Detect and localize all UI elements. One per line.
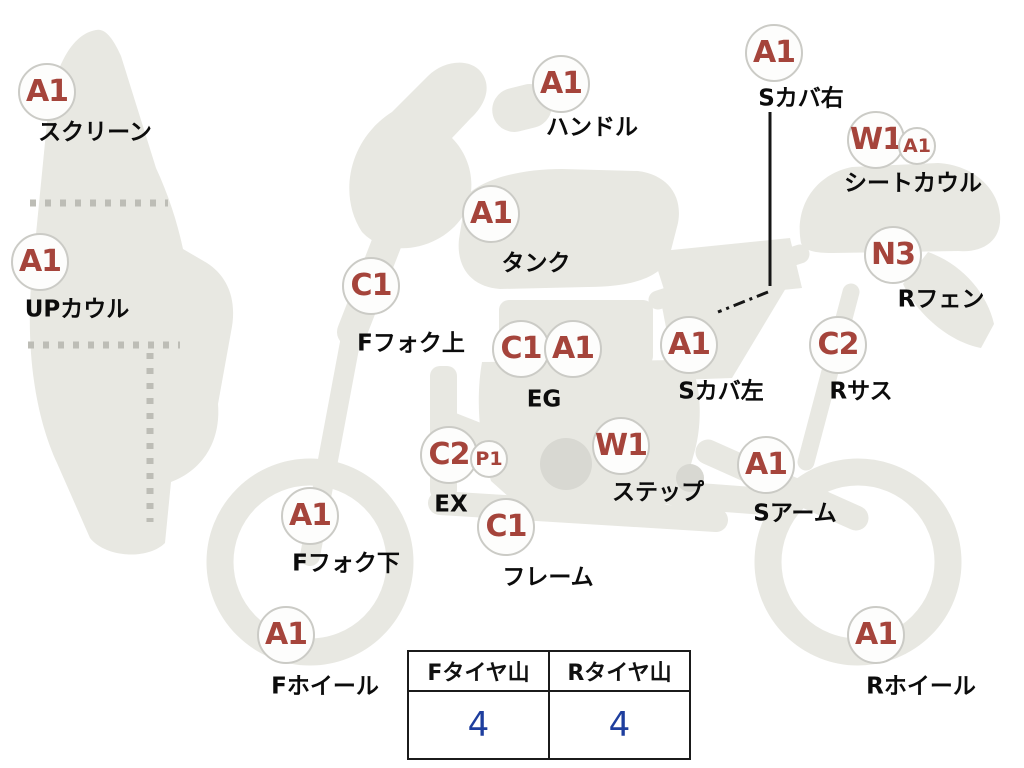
grade-badge-exhaust-1: C2 bbox=[420, 426, 478, 484]
tire-table-header-front: Fタイヤ山 bbox=[407, 650, 550, 692]
part-label-front-fork-lower: Fフォク下 bbox=[292, 550, 400, 577]
grade-badge-engine-1: C1 bbox=[492, 320, 550, 378]
grade-badge-tank: A1 bbox=[462, 185, 520, 243]
grade-badge-front-fork-upper: C1 bbox=[342, 257, 400, 315]
part-label-exhaust: EX bbox=[434, 491, 468, 518]
grade-badge-exhaust-2: P1 bbox=[470, 440, 508, 478]
tire-table-value-front: 4 bbox=[407, 690, 550, 760]
front-wheel-shape bbox=[206, 458, 414, 666]
tire-table-header-rear: Rタイヤ山 bbox=[548, 650, 691, 692]
grade-badge-rear-wheel: A1 bbox=[847, 606, 905, 664]
front-cowl-shape bbox=[29, 29, 234, 555]
body-shapes bbox=[29, 29, 1001, 555]
grade-badge-side-cover-left: A1 bbox=[660, 316, 718, 374]
part-label-rear-suspension: Rサス bbox=[829, 378, 893, 405]
part-label-tank: タンク bbox=[501, 250, 571, 277]
grade-badge-up-cowl: A1 bbox=[11, 233, 69, 291]
step-peg-circle bbox=[676, 464, 704, 492]
grade-badge-seat-cowl-1: W1 bbox=[847, 111, 905, 169]
side-cover-right-leader-line bbox=[717, 112, 772, 314]
part-label-seat-cowl: シートカウル bbox=[844, 170, 982, 197]
engine-detail-shapes bbox=[540, 438, 704, 492]
part-label-side-cover-left: Sカバ左 bbox=[678, 378, 764, 405]
part-label-screen: スクリーン bbox=[38, 119, 152, 146]
grade-badge-swing-arm: A1 bbox=[737, 436, 795, 494]
part-label-step: ステップ bbox=[612, 479, 704, 506]
grade-badge-rear-fender: N3 bbox=[864, 226, 922, 284]
tail-cowl-shape bbox=[799, 163, 1001, 253]
part-label-side-cover-right: Sカバ右 bbox=[758, 85, 844, 112]
grade-badge-engine-2: A1 bbox=[544, 320, 602, 378]
part-label-swing-arm: Sアーム bbox=[753, 500, 837, 527]
part-label-engine: EG bbox=[526, 386, 562, 413]
grade-badge-rear-suspension: C2 bbox=[809, 316, 867, 374]
grade-badge-handle: A1 bbox=[532, 55, 590, 113]
grade-badge-frame: C1 bbox=[477, 498, 535, 556]
part-label-up-cowl: UPカウル bbox=[24, 296, 130, 323]
rear-fender-shape bbox=[903, 252, 994, 348]
grade-badge-side-cover-right: A1 bbox=[745, 24, 803, 82]
part-label-front-fork-upper: Fフォク上 bbox=[357, 330, 465, 357]
subframe-shape bbox=[648, 244, 810, 310]
part-label-rear-wheel: Rホイール bbox=[866, 673, 976, 700]
grade-badge-step: W1 bbox=[592, 417, 650, 475]
tire-tread-table: Fタイヤ山 Rタイヤ山 4 4 bbox=[407, 650, 691, 760]
grade-badge-front-wheel: A1 bbox=[257, 606, 315, 664]
mirror-headlight-shape bbox=[349, 62, 487, 249]
part-label-front-wheel: Fホイール bbox=[271, 673, 379, 700]
crank-cover-circle bbox=[540, 438, 592, 490]
part-label-handle: ハンドル bbox=[546, 114, 638, 141]
part-label-frame: フレーム bbox=[502, 564, 594, 591]
grade-badge-front-fork-lower: A1 bbox=[281, 487, 339, 545]
grade-badge-screen: A1 bbox=[18, 63, 76, 121]
grade-badge-seat-cowl-2: A1 bbox=[898, 127, 936, 165]
part-label-rear-fender: Rフェン bbox=[897, 286, 985, 313]
cowl-dotted-lines bbox=[28, 199, 180, 522]
tire-table-value-rear: 4 bbox=[548, 690, 691, 760]
